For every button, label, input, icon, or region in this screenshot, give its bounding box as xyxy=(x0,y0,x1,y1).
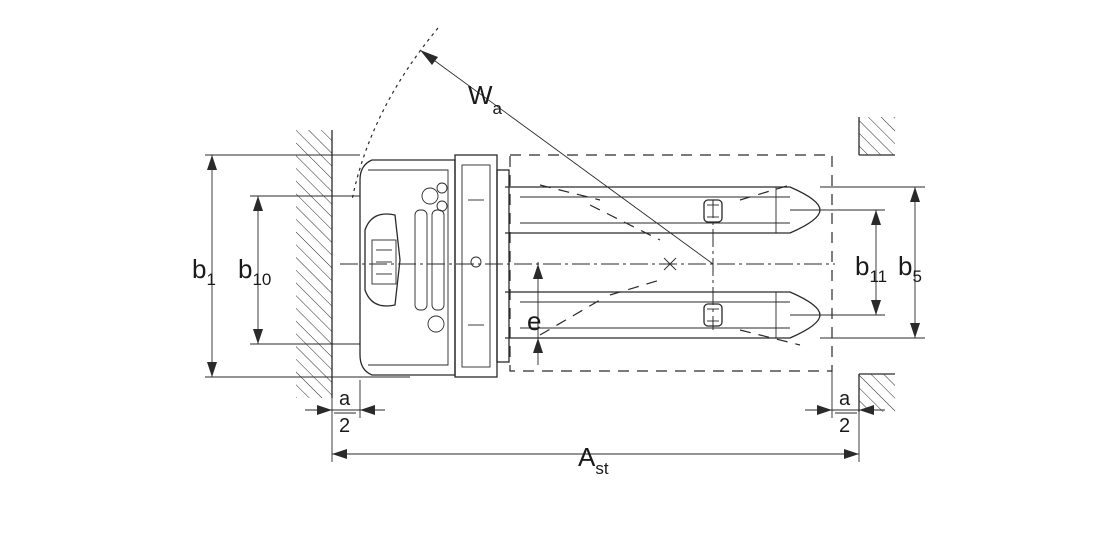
a-half-left-dimension xyxy=(305,380,385,418)
b11-dimension xyxy=(790,209,885,316)
truck-body xyxy=(359,154,510,378)
a-half-left-numerator: a xyxy=(339,388,351,410)
load-center-cross xyxy=(663,257,677,271)
b11-label: b11 xyxy=(855,251,887,286)
b1-dimension xyxy=(205,154,410,378)
b10-dimension xyxy=(250,195,360,345)
b1-label: b1 xyxy=(192,254,216,289)
turning-radius-arc xyxy=(351,27,439,201)
e-label: e xyxy=(527,306,541,336)
right-wall-top xyxy=(858,117,895,156)
a-half-right-dimension xyxy=(805,371,885,418)
fork-hidden-lines xyxy=(539,184,801,346)
a-half-right-denominator: 2 xyxy=(839,415,850,437)
ast-dimension xyxy=(331,398,860,462)
ast-label: Ast xyxy=(578,442,609,478)
a-half-right-numerator: a xyxy=(839,388,851,410)
fork-bottom xyxy=(505,291,821,339)
wa-label: Wa xyxy=(468,80,503,118)
b5-label: b5 xyxy=(898,251,922,286)
fork-top xyxy=(505,186,821,234)
pallet-outline xyxy=(509,154,833,372)
wa-dimension xyxy=(419,49,714,265)
e-dimension xyxy=(533,262,543,365)
right-wall-bottom xyxy=(858,373,895,412)
left-wall xyxy=(296,130,333,398)
b5-dimension xyxy=(820,186,925,339)
b10-label: b10 xyxy=(238,254,271,289)
a-half-left-denominator: 2 xyxy=(339,415,350,437)
